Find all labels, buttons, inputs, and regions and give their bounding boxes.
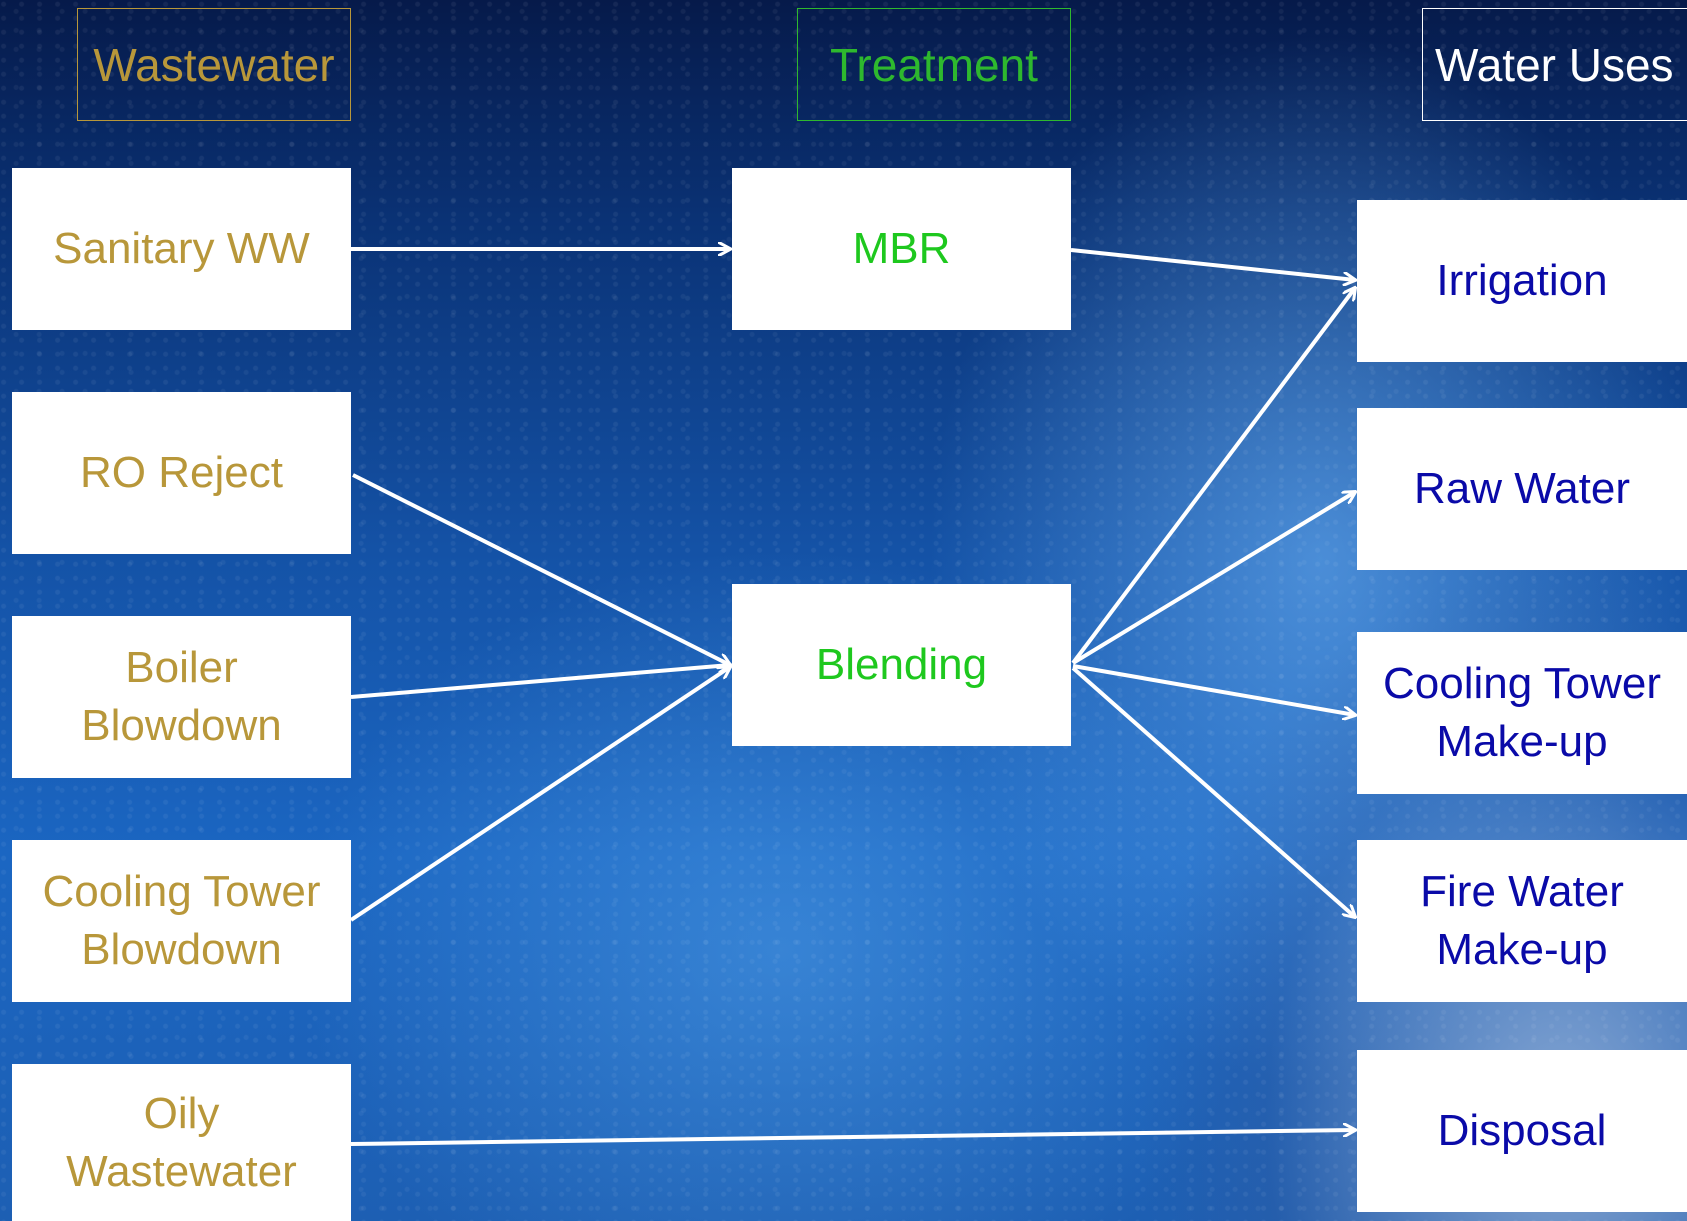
header-treatment-label: Treatment [830, 38, 1038, 91]
use-box-fire-water-makeup: Fire Water Make-up [1357, 840, 1687, 1002]
use-box-cooling-tower-makeup: Cooling Tower Make-up [1357, 632, 1687, 794]
source-label: Oily Wastewater [66, 1088, 297, 1196]
header-water-uses-label: Water Uses [1435, 38, 1674, 91]
arrow-boiler-to-blending [350, 665, 730, 699]
source-label: Boiler Blowdown [81, 643, 282, 750]
use-label: Disposal [1437, 1106, 1607, 1155]
use-box-disposal: Disposal [1357, 1050, 1687, 1212]
use-label: Raw Water [1414, 464, 1630, 513]
treatment-label: Blending [815, 640, 988, 689]
use-label: Irrigation [1436, 256, 1608, 305]
source-label: Sanitary WW [53, 224, 310, 273]
arrow-blending-to-irrigation [1071, 288, 1355, 665]
source-box-oily-wastewater: Oily Wastewater [12, 1064, 351, 1221]
arrow-oily-to-disposal [350, 1130, 1355, 1146]
header-water-uses: Water Uses [1422, 8, 1687, 121]
arrow-blending-to-fire-water [1071, 666, 1355, 917]
source-box-ro-reject: RO Reject [12, 392, 351, 554]
treatment-label: MBR [852, 224, 951, 273]
source-box-sanitary-ww: Sanitary WW [12, 168, 351, 330]
header-treatment: Treatment [797, 8, 1071, 121]
source-label: RO Reject [80, 448, 283, 497]
use-label: Fire Water Make-up [1420, 867, 1624, 974]
use-label: Cooling Tower Make-up [1382, 659, 1661, 766]
arrow-blending-to-raw-water [1071, 492, 1355, 665]
header-wastewater: Wastewater [77, 8, 351, 121]
treatment-box-mbr: MBR [732, 168, 1071, 330]
header-wastewater-label: Wastewater [93, 38, 335, 91]
arrow-mbr-to-irrigation [1070, 248, 1355, 280]
treatment-box-blending: Blending [732, 584, 1071, 746]
source-label: Cooling Tower Blowdown [42, 867, 321, 974]
arrow-blending-to-cooling-makeup [1072, 664, 1355, 715]
arrow-ro-to-blending [352, 473, 730, 665]
source-box-cooling-tower-blowdown: Cooling Tower Blowdown [12, 840, 351, 1002]
use-box-irrigation: Irrigation [1357, 200, 1687, 362]
source-box-boiler-blowdown: Boiler Blowdown [12, 616, 351, 778]
use-box-raw-water: Raw Water [1357, 408, 1687, 570]
arrow-cooling-blowdown-to-blending [349, 667, 730, 922]
